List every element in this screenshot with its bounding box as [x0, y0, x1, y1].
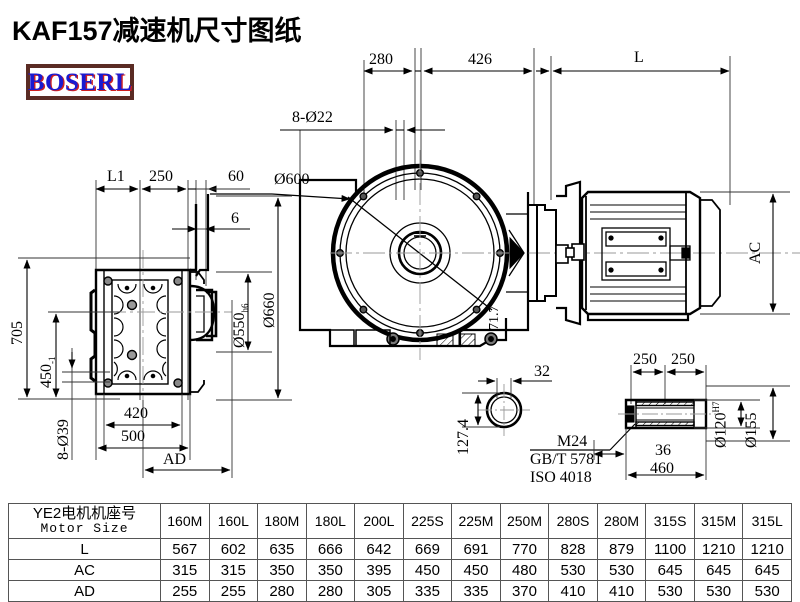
table-header-row: YE2电机机座号 Motor Size 160M 160L 180M 180L …	[8, 502, 792, 540]
table-cell: 255	[160, 580, 210, 602]
dim-AC: AC	[747, 241, 764, 264]
dim-280: 280	[369, 51, 393, 68]
dim-250-left: 250	[149, 168, 173, 185]
dim-8xD39: 8-Ø39	[55, 419, 72, 460]
dim-8xD22: 8-Ø22	[292, 109, 333, 126]
table-header-label-en: Motor Size	[40, 521, 129, 537]
page-title: KAF157减速机尺寸图纸	[12, 16, 302, 46]
row-label: AC	[8, 559, 161, 582]
table-header-label-cn: YE2电机机座号	[32, 505, 137, 522]
table-cell: 770	[499, 538, 550, 561]
dim-71-7: 71.7	[487, 305, 502, 331]
table-cell: 530	[548, 559, 598, 582]
table-cell: 350	[257, 559, 307, 582]
table-row: AC 315 315 350 350 395 450 450 480 530 5…	[8, 559, 792, 582]
table-col-header: 225S	[402, 502, 453, 540]
table-cell: 315	[160, 559, 210, 582]
table-cell: 530	[693, 580, 744, 602]
table-col-header: 160M	[160, 502, 210, 540]
table-cell: 255	[208, 580, 259, 602]
table-cell: 666	[305, 538, 356, 561]
table-cell: 645	[693, 559, 744, 582]
table-col-header: 315L	[742, 502, 792, 540]
table-col-header: 160L	[208, 502, 259, 540]
table-col-header: 315M	[693, 502, 744, 540]
dim-D155: Ø155	[743, 412, 760, 448]
table-cell: 395	[354, 559, 404, 582]
dim-36: 36	[655, 442, 671, 459]
table-cell: 450	[451, 559, 501, 582]
table-row: AD 255 255 280 280 305 335 335 370 410 4…	[8, 580, 792, 602]
table-cell: 410	[548, 580, 598, 602]
table-cell: 530	[645, 580, 695, 602]
table-cell: 335	[402, 580, 453, 602]
table-cell: 602	[208, 538, 259, 561]
dim-AD: AD	[163, 451, 187, 468]
table-cell: 1210	[693, 538, 744, 561]
table-cell: 567	[160, 538, 210, 561]
table-cell: 530	[742, 580, 792, 602]
technical-drawing	[18, 48, 800, 480]
dim-D660: Ø660	[261, 292, 278, 328]
table-col-header: 280M	[596, 502, 647, 540]
dim-D550: Ø550h6	[231, 303, 251, 348]
table-cell: 645	[645, 559, 695, 582]
table-cell: 280	[257, 580, 307, 602]
brand-logo-text: BOSERL	[27, 68, 133, 96]
table-cell: 642	[354, 538, 404, 561]
dim-M24: M24	[557, 433, 588, 450]
dim-420: 420	[124, 405, 148, 422]
dim-450: 450-1	[38, 356, 58, 389]
dim-L-top: L	[634, 49, 644, 66]
dim-500: 500	[121, 428, 145, 445]
table-col-header: 315S	[645, 502, 695, 540]
table-cell: 410	[596, 580, 647, 602]
table-cell: 370	[499, 580, 550, 602]
dim-250-a: 250	[633, 351, 657, 368]
dim-250-b: 250	[671, 351, 695, 368]
table-cell: 691	[451, 538, 501, 561]
table-cell: 669	[402, 538, 453, 561]
table-col-header: 280S	[548, 502, 598, 540]
table-col-header: 180M	[257, 502, 307, 540]
dim-32: 32	[534, 363, 550, 380]
dim-ISO: ISO 4018	[530, 469, 592, 486]
table-cell: 1100	[645, 538, 695, 561]
table-cell: 828	[548, 538, 598, 561]
dim-D600: Ø600	[274, 171, 310, 188]
table-col-header: 225M	[451, 502, 501, 540]
table-cell: 480	[499, 559, 550, 582]
dim-6: 6	[231, 210, 239, 227]
table-cell: 280	[305, 580, 356, 602]
table-col-header: 250M	[499, 502, 550, 540]
row-label: L	[8, 538, 161, 561]
drawing-svg	[18, 48, 800, 480]
table-row: L 567 602 635 666 642 669 691 770 828 87…	[8, 538, 792, 561]
table-cell: 315	[208, 559, 259, 582]
dim-60: 60	[228, 168, 244, 185]
table-cell: 879	[596, 538, 647, 561]
dim-705: 705	[9, 321, 26, 345]
table-cell: 645	[742, 559, 792, 582]
table-cell: 350	[305, 559, 356, 582]
dim-D120: Ø120H7	[711, 401, 730, 448]
table-cell: 335	[451, 580, 501, 602]
table-header-label: YE2电机机座号 Motor Size	[8, 502, 161, 540]
table-cell: 450	[402, 559, 453, 582]
brand-logo: BOSERL	[26, 64, 134, 100]
table-cell: 305	[354, 580, 404, 602]
table-cell: 1210	[742, 538, 792, 561]
table-body: YE2电机机座号 Motor Size 160M 160L 180M 180L …	[8, 502, 792, 602]
dim-127-4: 127.4	[455, 419, 472, 455]
dim-GBT: GB/T 5781	[530, 451, 603, 468]
motor-size-table: YE2电机机座号 Motor Size 160M 160L 180M 180L …	[8, 502, 792, 602]
row-label: AD	[8, 580, 161, 602]
table-col-header: 180L	[305, 502, 356, 540]
table-col-header: 200L	[354, 502, 404, 540]
table-cell: 635	[257, 538, 307, 561]
dim-460: 460	[650, 460, 674, 477]
dim-426: 426	[468, 51, 492, 68]
dim-L1: L1	[107, 168, 125, 185]
table-cell: 530	[596, 559, 647, 582]
